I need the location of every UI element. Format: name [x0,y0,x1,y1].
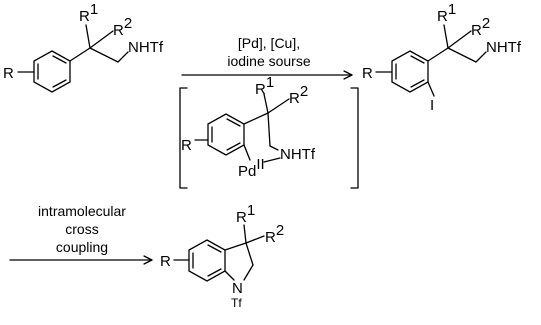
nhtf-label: NHTf [128,39,164,56]
triflyl-label: Tf [231,296,242,310]
indoline-benzene-ring [188,239,226,282]
step2-line-1: intramolecular [38,203,126,219]
r2-label: R2 [113,15,132,39]
iodinated-product: R R1 R2 NHTf I [362,1,522,114]
left-bracket [179,87,188,189]
intermediate-r1: R1 [255,74,274,98]
reaction-arrow-1: [Pd], [Cu], iodine sourse [181,35,353,80]
step2-line-3: coupling [56,239,108,255]
indoline-r: R [160,253,171,270]
product-nhtf: NHTf [486,39,522,56]
reaction-arrow-2: intramolecular cross coupling [9,203,153,265]
indoline-n: N [232,280,243,297]
product-r2: R2 [471,15,490,39]
product-r: R [362,65,373,82]
intermediate-nhtf: NHTf [280,146,316,163]
r-substituent: R [3,65,14,82]
right-bracket [350,87,359,189]
indoline-product: R R1 R2 N Tf [160,202,284,310]
condition-line-2: iodine sourse [227,53,310,69]
condition-line-1: [Pd], [Cu], [238,35,300,51]
r1-label: R1 [79,1,98,25]
product-r1: R1 [437,1,456,25]
benzene-ring [33,50,71,93]
indoline-r2: R2 [265,222,284,246]
starting-material: R R1 R2 NHTf [3,1,164,93]
iodine-label: I [430,97,434,114]
product-benzene-ring [391,50,429,93]
palladium-intermediate: R R1 R2 NHTf PdII [179,74,359,189]
intermediate-r2: R2 [289,83,308,107]
indoline-r1: R1 [236,202,255,226]
intermediate-r: R [181,137,192,154]
intermediate-benzene-ring [207,113,245,156]
palladium-label: PdII [238,156,265,180]
step2-line-2: cross [65,221,98,237]
